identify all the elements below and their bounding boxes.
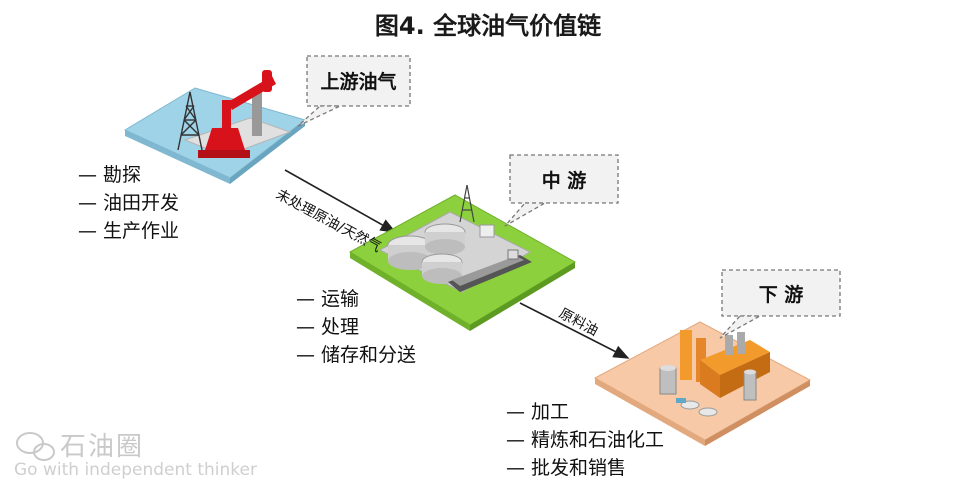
list-item: — 油田开发 [78, 192, 180, 214]
list-item: — 加工 [506, 401, 570, 423]
oil-derrick-icon [177, 91, 203, 151]
list-item: — 勘探 [78, 164, 142, 186]
flow-arrow-mid-to-down [519, 302, 630, 359]
midstream-derrick-icon [459, 184, 475, 223]
watermark-slogan: Go with independent thinker [14, 460, 257, 480]
midstream-callout [504, 154, 619, 227]
flow-arrow-up-to-mid [284, 169, 397, 233]
upstream-callout [297, 55, 411, 127]
tanker-ship-icon [448, 249, 532, 292]
list-item: — 处理 [296, 316, 360, 338]
list-item: — 批发和销售 [506, 457, 627, 479]
downstream-activity-list: — 加工 — 精炼和石油化工 — 批发和销售 [506, 398, 664, 482]
upstream-activity-list: — 勘探 — 油田开发 — 生产作业 [78, 161, 179, 245]
wechat-icon [16, 432, 55, 461]
upstream-label: 上游油气 [320, 71, 397, 93]
list-item: — 运输 [296, 288, 360, 310]
page-title: 图4. 全球油气价值链 [374, 12, 602, 40]
midstream-label: 中 游 [541, 170, 587, 192]
watermark-brand: 石油圈 [60, 432, 145, 462]
downstream-callout [719, 269, 841, 339]
list-item: — 生产作业 [78, 220, 180, 242]
downstream-label: 下 游 [758, 284, 804, 306]
list-item: — 储存和分送 [296, 344, 417, 366]
pumpjack-icon [198, 70, 276, 158]
refinery-icon [659, 330, 770, 417]
midstream-activity-list: — 运输 — 处理 — 储存和分送 [296, 285, 416, 369]
list-item: — 精炼和石油化工 [506, 429, 665, 451]
midstream-platform [348, 194, 576, 331]
